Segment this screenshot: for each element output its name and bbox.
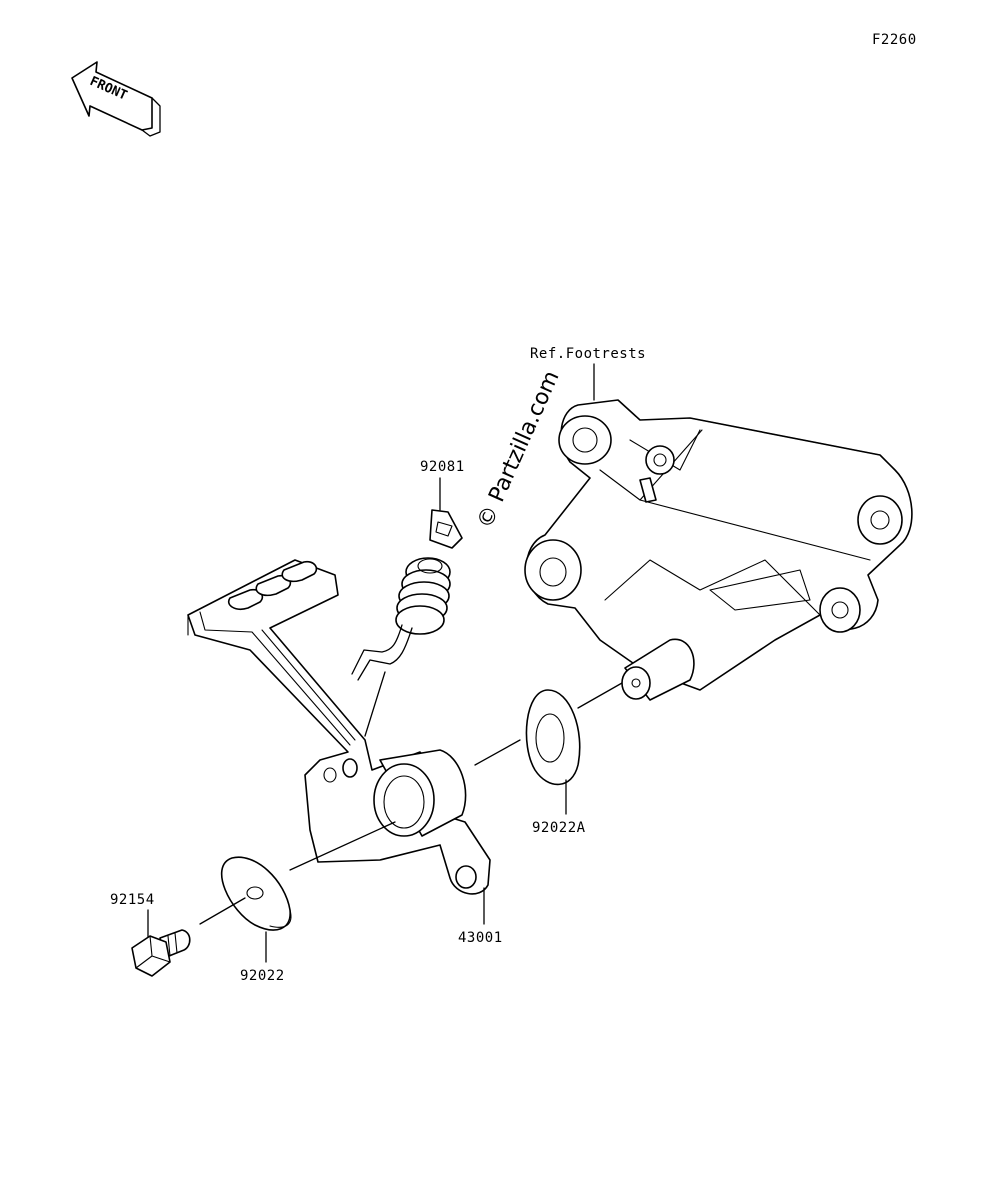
reference-label: Ref.Footrests [530, 346, 646, 362]
figure-code: F2260 [872, 32, 917, 48]
watermark: © Partzilla.com [473, 367, 565, 532]
brake-pedal-43001 [187, 559, 491, 895]
assembly-axis-line [474, 682, 623, 766]
footrest-bracket [524, 399, 913, 701]
part-label-92022: 92022 [240, 968, 285, 984]
bolt-92154 [131, 929, 191, 977]
part-label-92022A: 92022A [532, 820, 586, 836]
spring-hook-line [364, 671, 386, 737]
part-label-43001: 43001 [458, 930, 503, 946]
washer-92022A [525, 689, 581, 786]
front-arrow-icon: FRONT [71, 61, 161, 137]
assembly-axis-line-lower [289, 821, 396, 871]
assembly-axis-bolt [199, 897, 246, 925]
part-label-92081: 92081 [420, 459, 465, 475]
part-label-92154: 92154 [110, 892, 155, 908]
spring-92081 [351, 509, 463, 681]
washer-92022 [220, 856, 292, 931]
